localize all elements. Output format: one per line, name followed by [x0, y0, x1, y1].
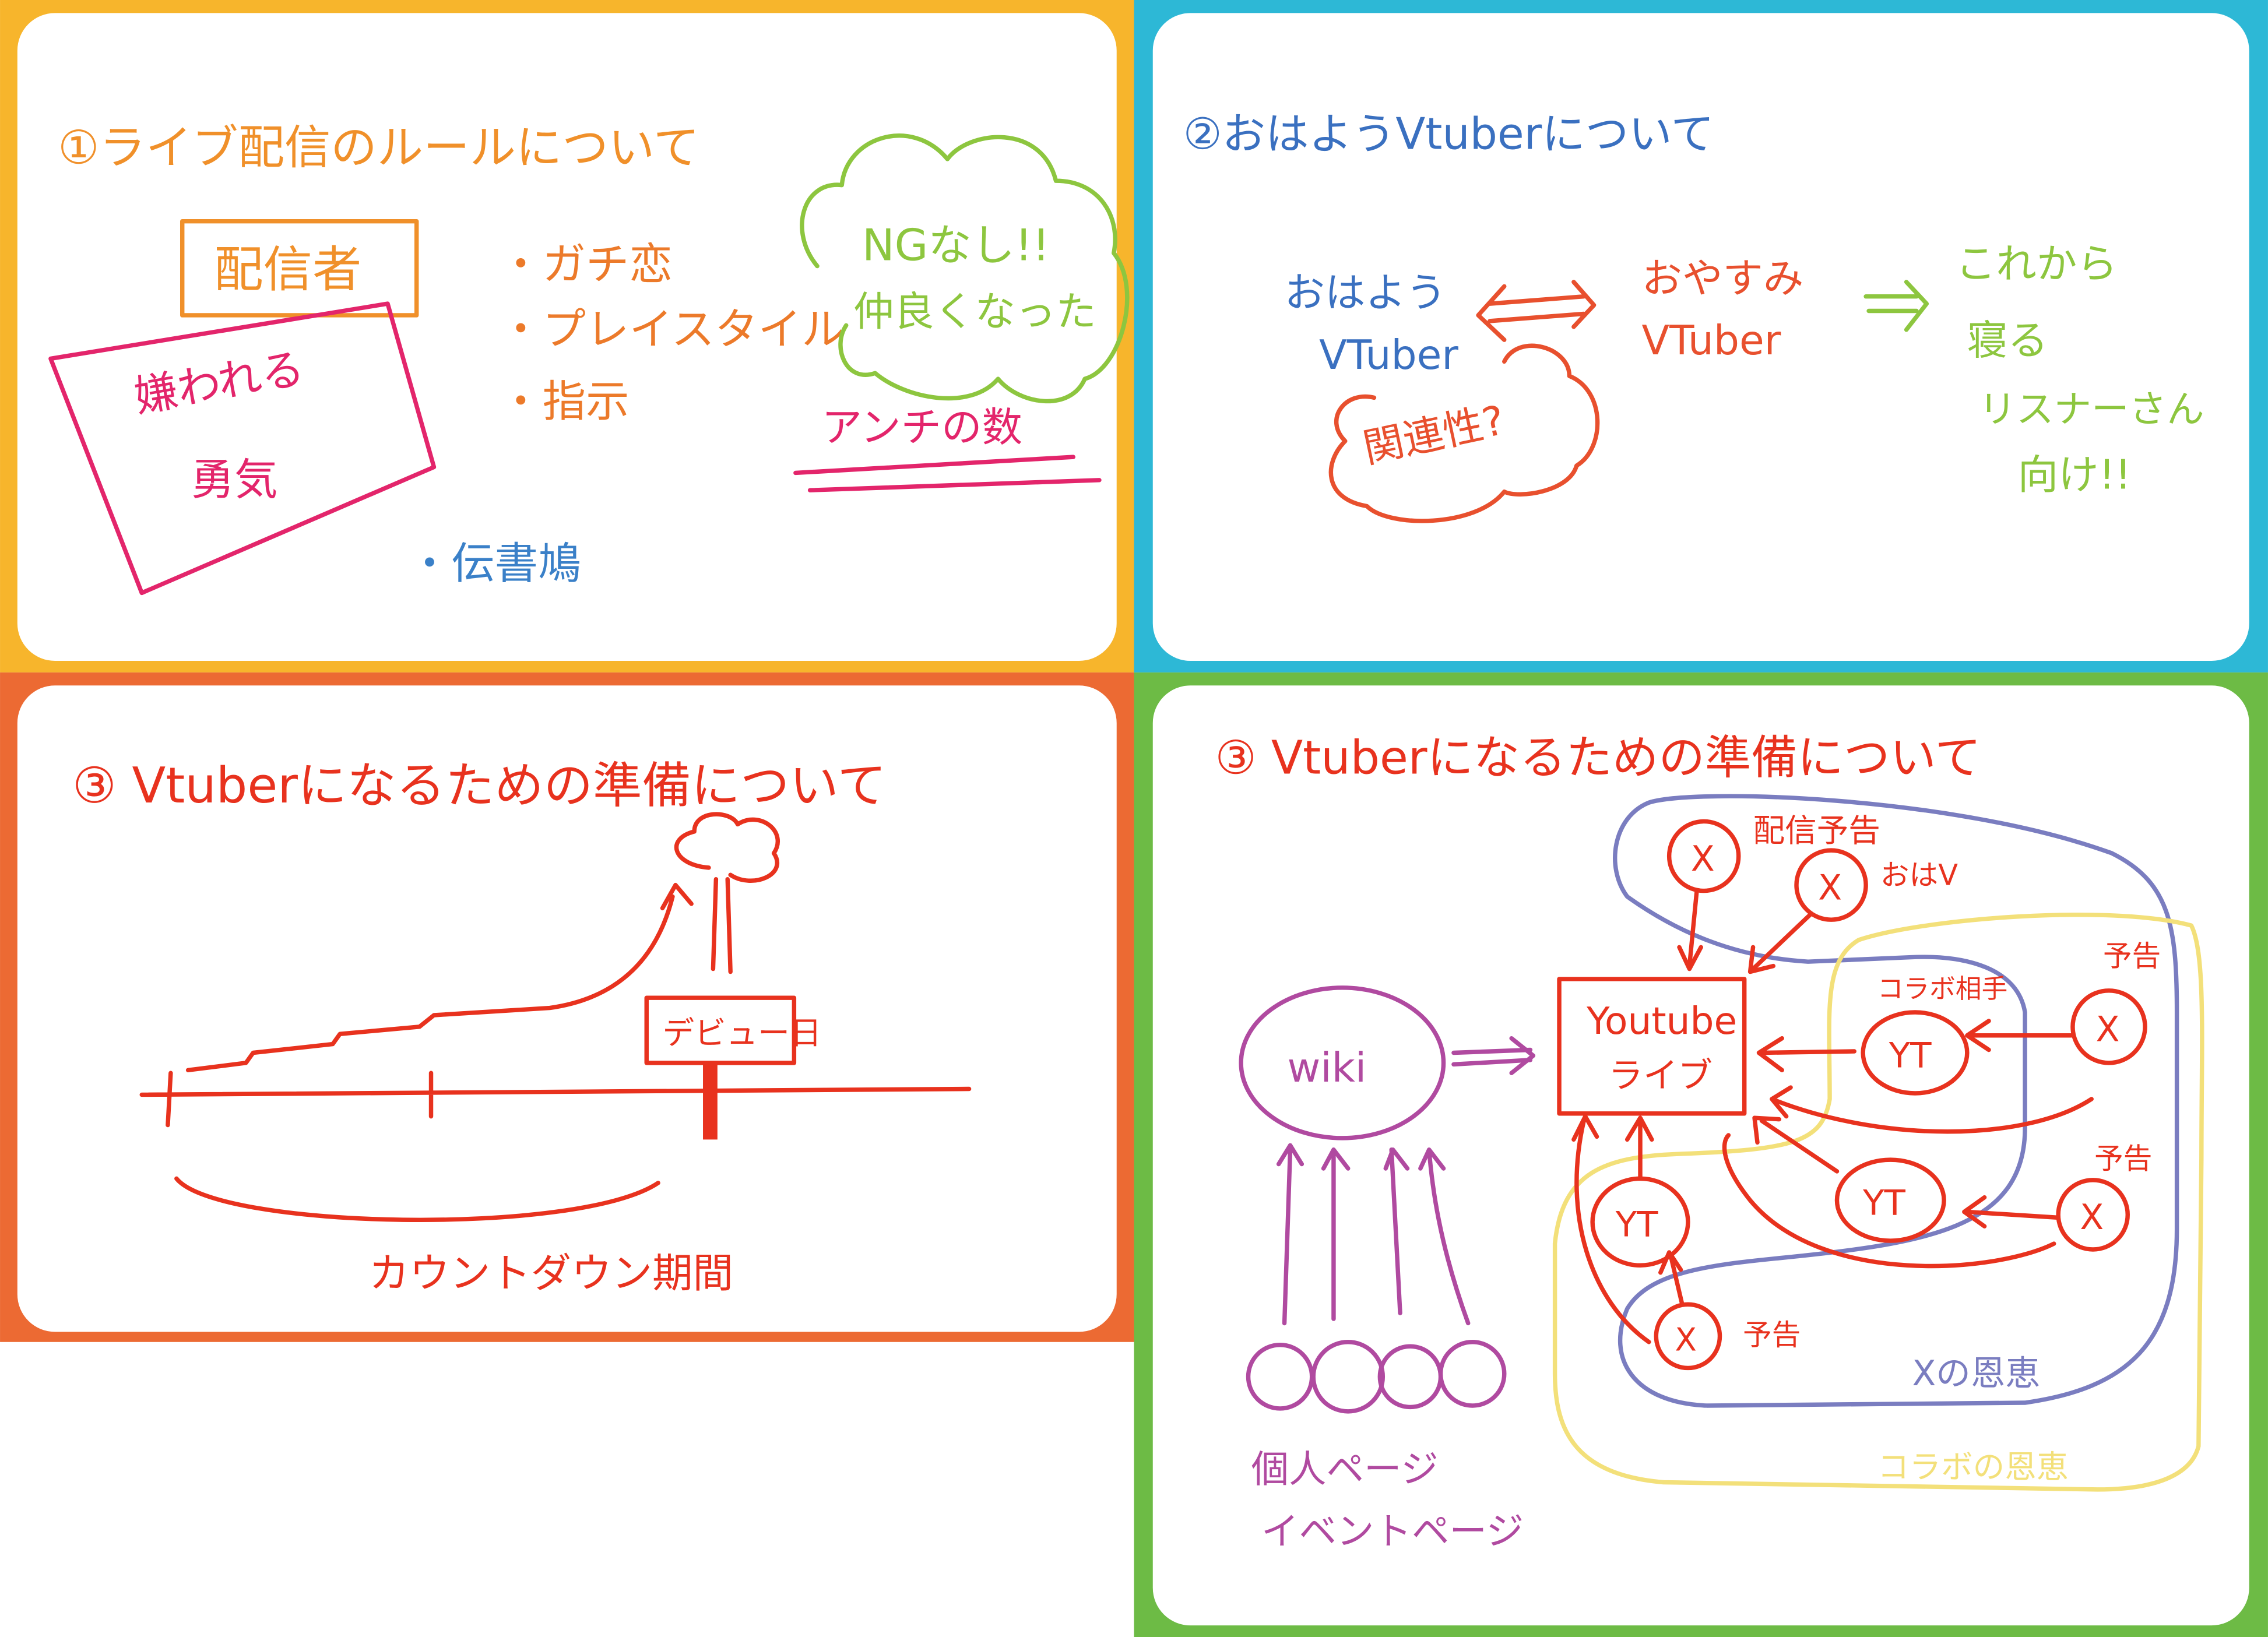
svg-text:YT: YT — [1889, 1036, 1932, 1076]
flow-arrows — [1571, 890, 2094, 1344]
speech-cloud — [800, 133, 1130, 404]
panel3-title: ③ Vtuberになるための準備について — [72, 757, 887, 814]
ohayo-line-2: VTuber — [1319, 332, 1458, 379]
countdown-bracket — [174, 1176, 660, 1223]
panel4-title: ③ Vtuberになるための準備について — [1215, 731, 1981, 785]
label-collab-benefit: コラボの恩恵 — [1877, 1448, 2068, 1485]
countdown-label: カウントダウン期間 — [369, 1250, 733, 1297]
label-collab-partner: コラボ相手 — [1877, 974, 2007, 1004]
bullet-1: ・ガチ恋 — [499, 239, 673, 290]
x-benefit-region — [1613, 794, 2179, 1408]
youtube-label-1: Youtube — [1586, 999, 1737, 1043]
page-arrows — [1276, 1143, 1471, 1326]
panel2-title: ②おはようVtuberについて — [1183, 109, 1714, 160]
oyasumi-line-1: おやすみ — [1641, 255, 1803, 302]
label-x-benefit: Xの恩恵 — [1912, 1354, 2040, 1394]
cloud-line-1: NGなし!! — [862, 220, 1050, 271]
page-circle — [1438, 1340, 1507, 1408]
cloud-line-2: 仲良くなった — [853, 288, 1096, 335]
label-ohav: おはV — [1880, 858, 1958, 892]
panel1-title: ①ライブ配信のルールについて — [58, 120, 699, 174]
panel2 — [1152, 13, 2249, 661]
svg-text:YT: YT — [1615, 1205, 1658, 1245]
double-arrow — [1476, 280, 1597, 342]
youtube-label-2: ライブ — [1608, 1056, 1713, 1096]
bullet-3: ・指示 — [499, 376, 629, 427]
svg-text:X: X — [2080, 1198, 2104, 1238]
panel3 — [17, 685, 1117, 1332]
relation-cloud — [1328, 343, 1600, 523]
label-notice-1: 予告 — [2103, 939, 2161, 973]
x-node-2: X — [2056, 1178, 2130, 1252]
growth-steps — [185, 882, 694, 1072]
wiki-label: wiki — [1288, 1045, 1367, 1092]
streamer-label: 配信者 — [214, 241, 361, 298]
ohayo-line-1: おはよう — [1285, 270, 1447, 316]
panel4-content: ③ Vtuberになるための準備について wiki 個人ページ イベントページ … — [1215, 731, 2204, 1554]
underline — [793, 455, 1102, 492]
timeline — [139, 1071, 972, 1128]
x-node-ohav: X — [1794, 848, 1868, 922]
label-notice-2: 予告 — [2094, 1142, 2152, 1175]
panel3-content: ③ Vtuberになるための準備について デビュー日 カウントダウン期間 — [72, 757, 972, 1297]
yt-node-collab: YT — [1861, 1010, 1970, 1096]
debut-sign — [644, 995, 797, 1065]
svg-text:YT: YT — [1862, 1183, 1905, 1223]
svg-text:X: X — [1818, 868, 1842, 908]
result-line-2: 寝る — [1967, 318, 2048, 364]
page-circle — [1311, 1340, 1386, 1414]
youtube-live-box — [1557, 977, 1747, 1116]
explosion-cloud — [674, 812, 780, 974]
tilted-line-2: 勇気 — [191, 455, 278, 505]
wiki-node — [1239, 985, 1446, 1140]
yt-node-2: YT — [1834, 1157, 1946, 1243]
bottom-bullet: ・伝書鳩 — [408, 538, 582, 589]
bullet-2: ・プレイスタイル — [499, 304, 845, 355]
sign-post — [703, 1064, 718, 1140]
page-label-2: イベントページ — [1261, 1510, 1524, 1554]
tilted-box — [48, 301, 437, 596]
collab-benefit-region — [1552, 913, 2204, 1492]
wiki-arrow — [1451, 1036, 1536, 1075]
streamer-box — [180, 219, 419, 318]
x-node-collab: X — [2070, 988, 2147, 1065]
x-node-3: X — [1654, 1302, 1722, 1371]
implies-arrow — [1863, 280, 1929, 332]
page-label-1: 個人ページ — [1251, 1448, 1438, 1491]
result-line-3: リスナーさん — [1979, 388, 2204, 432]
debut-label: デビュー日 — [663, 1015, 822, 1052]
svg-text:X: X — [2096, 1010, 2120, 1050]
svg-text:X: X — [1691, 839, 1715, 879]
oyasumi-line-2: VTuber — [1641, 318, 1781, 364]
svg-text:X: X — [1675, 1321, 1697, 1358]
result-line-4: 向け!! — [2018, 452, 2132, 499]
x-node-stream-notice: X — [1666, 819, 1741, 893]
label-notice-3: 予告 — [1743, 1318, 1801, 1352]
result-line-1: これから — [1956, 241, 2118, 287]
label-stream-notice: 配信予告 — [1753, 812, 1880, 849]
anti-count: アンチの数 — [822, 404, 1023, 451]
